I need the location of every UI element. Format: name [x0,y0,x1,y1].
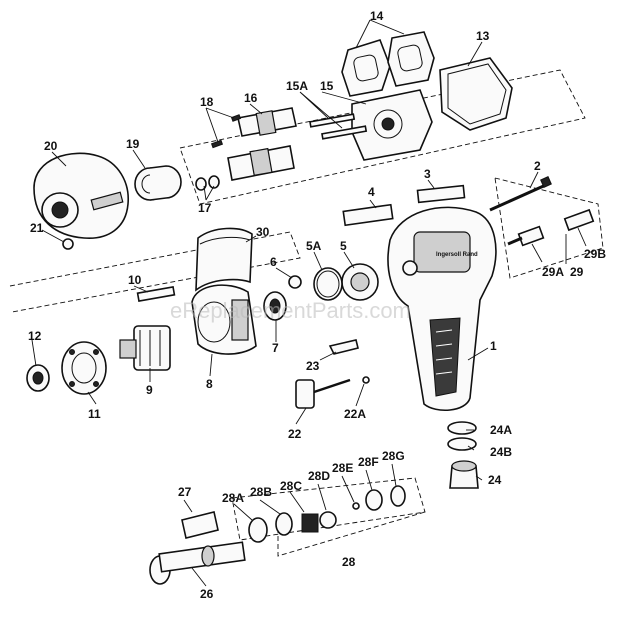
brand-mark: Ingersoll Rand [436,252,478,258]
part-26-inlet-bushing [149,541,246,585]
label-28: 28 [342,555,356,569]
label-17: 17 [198,201,212,215]
label-23: 23 [306,359,320,373]
label-22a: 22A [344,407,366,421]
label-3: 3 [424,167,431,181]
part-2-bolt [489,176,552,212]
part-18-pins [210,114,242,149]
label-26: 26 [200,587,214,601]
label-28g: 28G [382,449,405,463]
label-8: 8 [206,377,213,391]
part-22-trigger [295,378,351,409]
part-10-vanes [136,286,176,302]
label-5a: 5A [306,239,322,253]
part-9-rotor [119,325,171,371]
label-10: 10 [128,273,142,287]
part-6-washer [288,275,302,289]
label-28f: 28F [358,455,379,469]
part-23-lever [328,339,359,355]
part-24a-24b-rings [447,421,477,451]
label-7: 7 [272,341,279,355]
label-27: 27 [178,485,192,499]
label-22: 22 [288,427,302,441]
part-30-sleeve [195,227,253,292]
part-27-deflector [181,511,219,539]
valve-assembly-boundary [231,477,426,541]
part-20-boot [33,152,129,239]
label-18: 18 [200,95,214,109]
label-9: 9 [146,383,153,397]
label-24a: 24A [490,423,512,437]
part-13-gasket [439,57,513,131]
label-24: 24 [488,473,502,487]
part-5a-o-ring [313,267,343,301]
part-24-inlet [449,460,479,489]
label-13: 13 [476,29,490,43]
label-24b: 24B [490,445,512,459]
watermark-text: eReplacementParts.com [170,298,411,323]
part-labels: 14 13 15A 15 18 16 19 20 21 17 30 4 3 2 … [28,9,606,601]
exhaust-lead-line [277,511,426,557]
part-7-bearing [263,291,287,321]
label-20: 20 [44,139,58,153]
label-28a: 28A [222,491,244,505]
label-28d: 28D [308,469,330,483]
label-29a: 29A [542,265,564,279]
label-30: 30 [256,225,270,239]
label-1: 1 [490,339,497,353]
label-29: 29 [570,265,584,279]
label-28b: 28B [250,485,272,499]
upper-assembly-boundary [179,69,586,205]
label-29b: 29B [584,247,606,261]
label-5: 5 [340,239,347,253]
part-15-hammer-case [351,89,433,161]
label-15a: 15A [286,79,308,93]
part-15a-pins [309,113,368,140]
part-17-rings [195,175,220,191]
part-28-valve-stack [248,485,406,543]
label-2: 2 [534,159,541,173]
part-3-label [416,184,466,204]
part-8-cylinder [191,284,257,355]
handle-assembly-boundary [494,177,604,279]
part-11-end-plate [61,341,107,395]
label-19: 19 [126,137,140,151]
label-6: 6 [270,255,277,269]
label-16: 16 [244,91,258,105]
part-5-reverse-valve [341,263,379,301]
leader-lines [31,19,587,587]
gear-assembly-boundary [9,231,301,313]
label-12: 12 [28,329,42,343]
label-15: 15 [320,79,334,93]
label-14: 14 [370,9,384,23]
label-28c: 28C [280,479,302,493]
part-12-bearing [26,364,50,392]
label-11: 11 [88,407,101,421]
part-14-gasket-pair [341,31,435,97]
part-19-bushing [134,165,182,201]
label-4: 4 [368,185,375,199]
part-22a-ring [362,376,370,384]
label-21: 21 [30,221,44,235]
part-4-label [342,203,394,227]
label-28e: 28E [332,461,353,475]
part-29-handle-parts [507,208,595,247]
part-16-anvils [227,107,297,181]
part-21-screw [62,238,74,250]
